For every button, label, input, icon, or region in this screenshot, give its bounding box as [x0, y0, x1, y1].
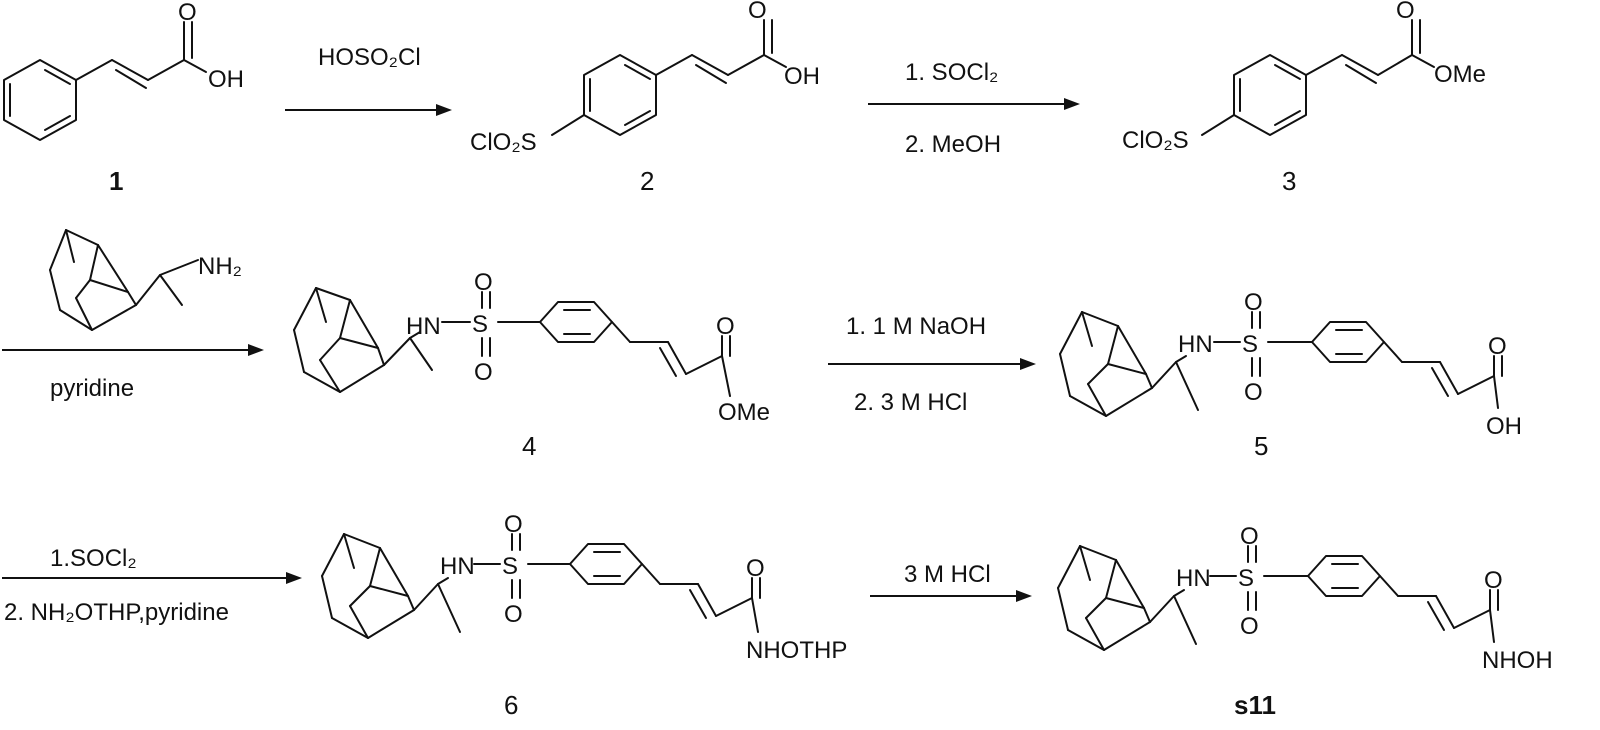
atom-NHOH: NHOH — [1482, 647, 1553, 674]
atom-OH: OH — [784, 63, 820, 90]
atom-HN: HN — [1176, 565, 1211, 592]
reagent-step5-1: 1.SOCl₂ — [50, 545, 137, 572]
atom-O: O — [748, 0, 767, 24]
arrowhead-3 — [248, 344, 264, 356]
atom-O: O — [1488, 333, 1507, 360]
atom-O: O — [1484, 567, 1503, 594]
compound-6-structure: HN S O O O NHOTHP — [321, 511, 847, 664]
atom-O: O — [1240, 523, 1259, 550]
atom-OH: OH — [1486, 413, 1522, 440]
atom-ClO2S: ClO₂S — [470, 129, 537, 156]
atom-O: O — [504, 511, 523, 538]
compound-3-structure: O OMe ClO₂S — [1122, 0, 1486, 154]
compound-1-structure: O OH — [3, 0, 244, 141]
atom-S: S — [1242, 331, 1258, 358]
reagent-step3: pyridine — [50, 375, 134, 402]
atom-O: O — [474, 269, 493, 296]
reagent-amine-structure: NH₂ — [49, 229, 242, 331]
atom-O: O — [1396, 0, 1415, 24]
atom-O: O — [746, 555, 765, 582]
compound-label-1: 1 — [109, 166, 123, 196]
compound-s11-structure: HN S O O O NHOH — [1057, 523, 1553, 674]
atom-OH: OH — [208, 66, 244, 93]
compound-label-5: 5 — [1254, 431, 1268, 461]
atom-O: O — [1244, 289, 1263, 316]
arrowhead-5 — [286, 572, 302, 584]
atom-HN: HN — [406, 313, 441, 340]
atom-OMe: OMe — [718, 399, 770, 426]
arrowhead-1 — [436, 104, 452, 116]
atom-S: S — [502, 553, 518, 580]
reagent-step5-2: 2. NH₂OTHP,pyridine — [4, 599, 229, 626]
compound-label-3: 3 — [1282, 166, 1296, 196]
atom-HN: HN — [440, 553, 475, 580]
compound-label-4: 4 — [522, 431, 536, 461]
reagent-step6: 3 M HCl — [904, 561, 991, 588]
compound-label-6: 6 — [504, 690, 518, 720]
compound-4-structure: HN S O O O OMe — [293, 269, 770, 426]
reagent-step2-2: 2. MeOH — [905, 131, 1001, 158]
atom-O: O — [474, 359, 493, 386]
reagent-step1: HOSO₂Cl — [318, 44, 421, 71]
atom-O: O — [178, 0, 197, 26]
reagent-step4-1: 1. 1 M NaOH — [846, 313, 986, 340]
reagent-step4-2: 2. 3 M HCl — [854, 389, 967, 416]
arrowhead-4 — [1020, 358, 1036, 370]
compound-2-structure: O OH ClO₂S — [470, 0, 820, 156]
atom-O: O — [504, 601, 523, 628]
atom-HN: HN — [1178, 331, 1213, 358]
arrowhead-2 — [1064, 98, 1080, 110]
atom-O: O — [1240, 613, 1259, 640]
compound-5-structure: HN S O O O OH — [1059, 289, 1522, 440]
atom-NHOTHP: NHOTHP — [746, 637, 847, 664]
compound-label-2: 2 — [640, 166, 654, 196]
atom-O: O — [716, 313, 735, 340]
reagent-step2-1: 1. SOCl₂ — [905, 59, 998, 86]
compound-label-s11: s11 — [1234, 690, 1276, 720]
atom-ClO2S: ClO₂S — [1122, 127, 1189, 154]
arrowhead-6 — [1016, 590, 1032, 602]
atom-O: O — [1244, 379, 1263, 406]
atom-NH2: NH₂ — [198, 253, 242, 280]
atom-S: S — [472, 311, 488, 338]
atom-S: S — [1238, 565, 1254, 592]
atom-OMe: OMe — [1434, 61, 1486, 88]
